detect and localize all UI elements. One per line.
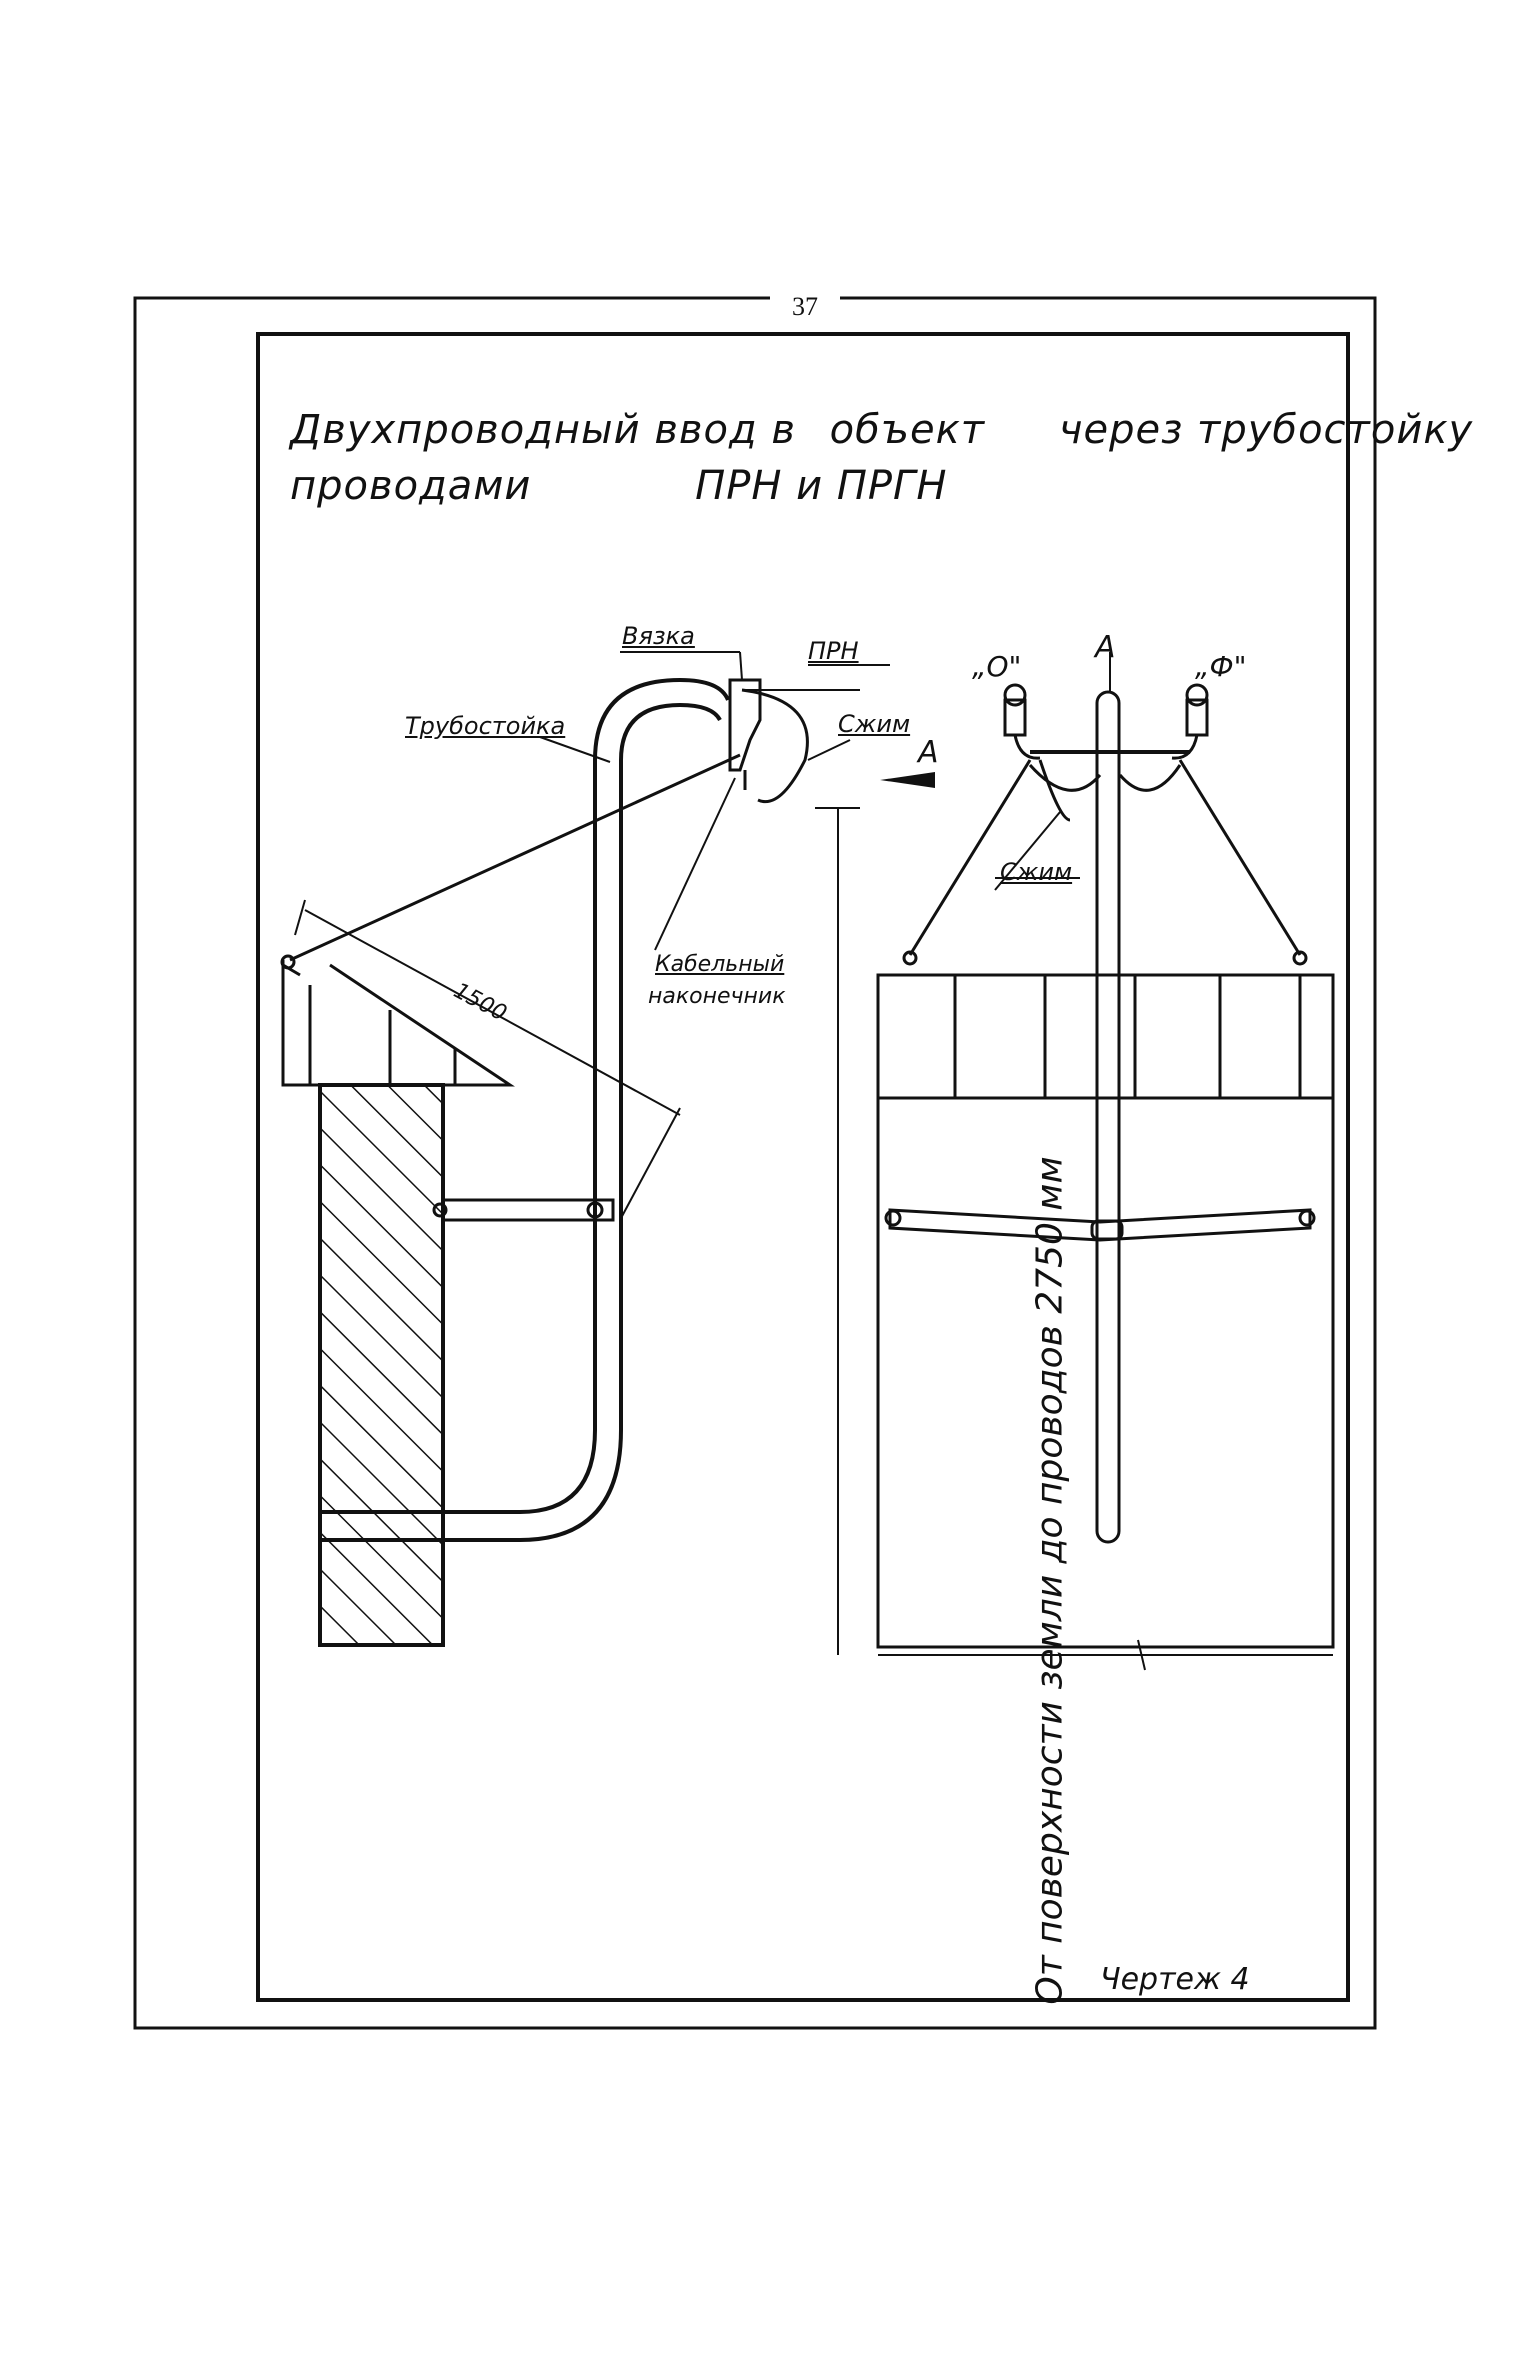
inner-frame — [256, 332, 1350, 2002]
roof — [281, 960, 515, 1087]
label-prn: ПРН — [808, 637, 859, 665]
label-zero: „О" — [972, 650, 1022, 683]
title-line1-a: Двухпроводный ввод в — [290, 407, 796, 453]
title-line2-b: ПРН и ПРГН — [695, 463, 948, 509]
standpipe — [320, 760, 597, 1514]
label-vyazka: Вязка — [622, 622, 695, 650]
title-line1-b: объект — [829, 407, 986, 453]
label-trubostoyka: Трубостойка — [405, 712, 566, 740]
gable — [876, 973, 1335, 1649]
label-kabelny-2: наконечник — [648, 984, 786, 1009]
wall — [318, 1083, 445, 1647]
drawing-number: Чертеж 4 — [1100, 1962, 1250, 1997]
title-line2-a: проводами — [290, 463, 532, 509]
right-view — [876, 652, 1335, 1671]
vertical-dimension-label: От поверхности земли до проводов 2750 мм — [1029, 1156, 1071, 2005]
lower-bracket — [888, 1208, 1312, 1242]
drawing-title: Двухпроводный ввод в объект через трубос… — [290, 402, 1472, 514]
page-number: 37 — [770, 292, 840, 322]
outer-frame — [133, 296, 1377, 2030]
insulator — [728, 678, 762, 772]
label-kabelny-1: Кабельный — [655, 952, 785, 977]
prn-wire — [741, 688, 809, 803]
label-szhim-right: Сжим — [1000, 858, 1073, 886]
wall-bracket — [441, 1198, 615, 1222]
label-view-arrow: А — [918, 735, 939, 770]
title-line1-c: через трубостойку — [1058, 407, 1474, 453]
pole — [1095, 690, 1121, 1544]
stay-wire — [289, 753, 741, 962]
left-view — [280, 651, 935, 1655]
label-phase: „Ф" — [1195, 650, 1247, 683]
label-szhim-top: Сжим — [838, 710, 911, 738]
label-view-a: А — [1095, 630, 1116, 665]
